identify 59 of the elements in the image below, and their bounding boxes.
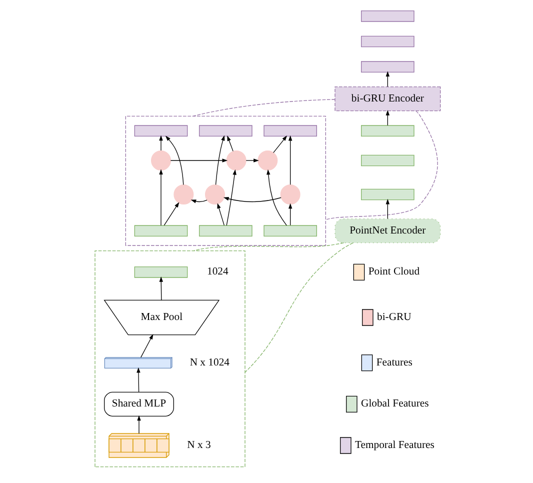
node-circle — [174, 184, 194, 204]
arrow — [215, 135, 225, 186]
node-box — [361, 10, 414, 22]
arrow — [217, 203, 225, 226]
node-box — [361, 61, 414, 72]
node-box — [361, 154, 414, 166]
arrow — [164, 202, 180, 226]
cluster — [94, 250, 246, 468]
arrow — [159, 169, 163, 226]
node-box: bi-GRU Encoder — [334, 86, 441, 112]
node-circle — [226, 150, 246, 170]
arrow — [136, 367, 140, 392]
node-box — [199, 225, 252, 236]
legend-label: Point Cloud — [368, 266, 420, 278]
node-box — [134, 225, 188, 236]
arrow — [227, 136, 234, 152]
node-circle — [258, 150, 278, 170]
node-box — [361, 36, 414, 48]
node-circle — [205, 184, 225, 204]
arrow — [226, 169, 236, 226]
arrow — [140, 334, 154, 358]
legend-label: Temporal Features — [355, 440, 434, 452]
node-box — [264, 125, 317, 136]
node-circle — [280, 184, 300, 204]
arrow — [386, 71, 390, 88]
arrow — [266, 169, 287, 226]
legend-label: bi-GRU — [377, 312, 412, 324]
arrow — [273, 136, 288, 154]
arrow — [165, 136, 184, 186]
node-box — [134, 125, 188, 136]
node-label: N x 3 — [187, 440, 211, 452]
arrow — [223, 196, 282, 202]
node-box — [361, 125, 414, 136]
arrow — [386, 198, 390, 220]
connector — [192, 99, 336, 116]
arrow — [386, 110, 390, 126]
arrow — [288, 203, 292, 226]
connector — [244, 242, 354, 373]
node-label: 1024 — [207, 266, 228, 278]
arrow — [170, 158, 228, 162]
legend-label: Global Features — [361, 398, 429, 410]
node-box: PointNet Encoder — [334, 218, 441, 244]
node-box — [264, 225, 317, 236]
arrow — [288, 135, 292, 185]
connector — [193, 242, 344, 252]
node-circle — [151, 150, 171, 170]
arrow — [190, 200, 208, 204]
node-label: N x 1024 — [190, 357, 230, 368]
arrow — [159, 276, 163, 300]
connector — [325, 110, 438, 220]
legend-label: Features — [376, 357, 412, 368]
node-box — [134, 266, 188, 278]
arrow — [159, 135, 163, 151]
arrow — [246, 158, 259, 162]
arrow — [137, 415, 141, 434]
cluster — [125, 116, 326, 246]
node-box — [361, 188, 414, 200]
node-box — [199, 125, 252, 136]
node-box: Shared MLP — [104, 392, 174, 416]
